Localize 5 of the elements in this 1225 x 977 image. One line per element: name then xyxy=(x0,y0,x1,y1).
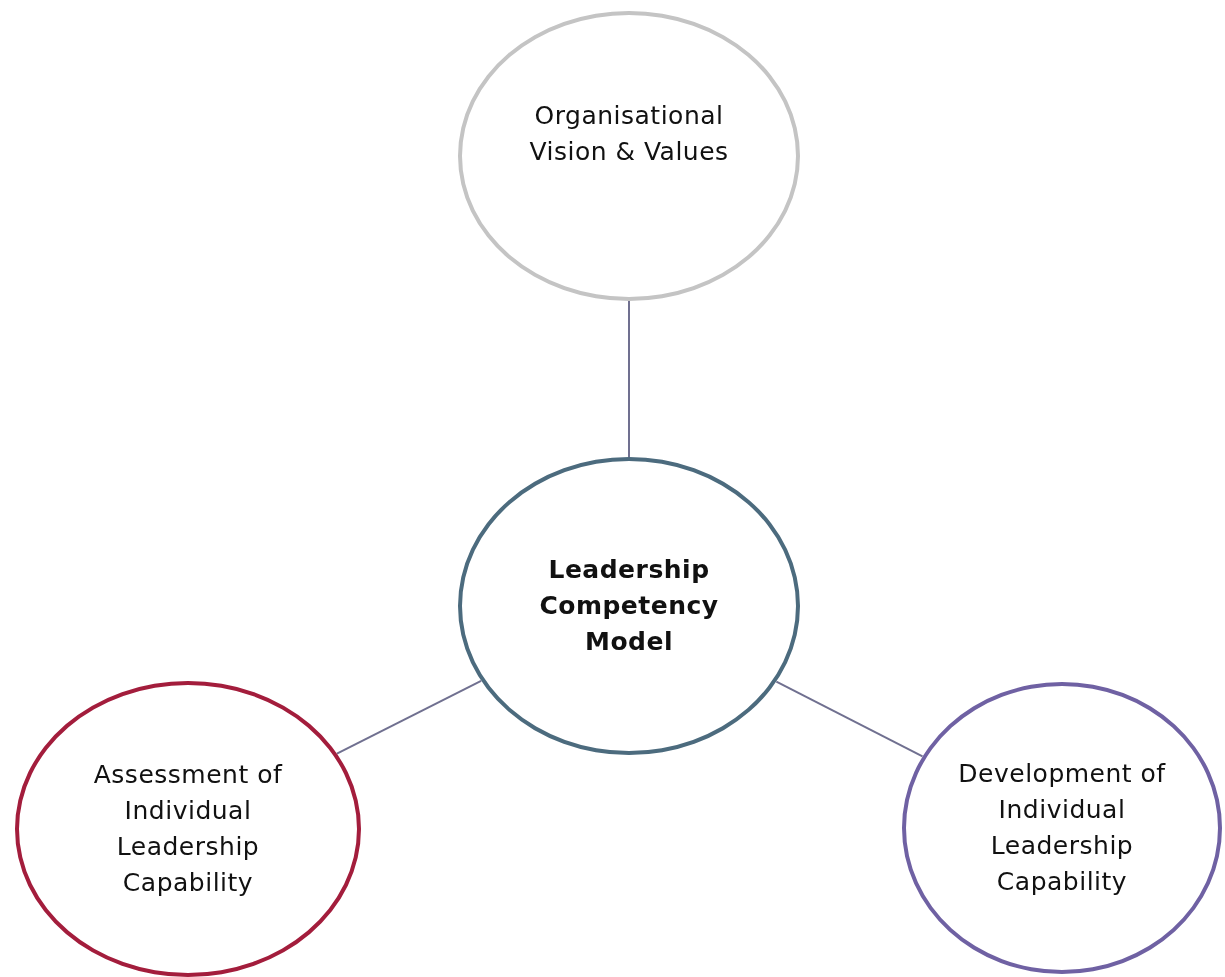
node-label: Assessment of Individual Leadership Capability xyxy=(92,758,284,900)
node-label: Development of Individual Leadership Capability xyxy=(957,757,1167,899)
connector-line xyxy=(628,300,630,458)
node-label: Organisational Vision & Values xyxy=(528,99,730,168)
node-label: Leadership Competency Model xyxy=(538,553,720,659)
